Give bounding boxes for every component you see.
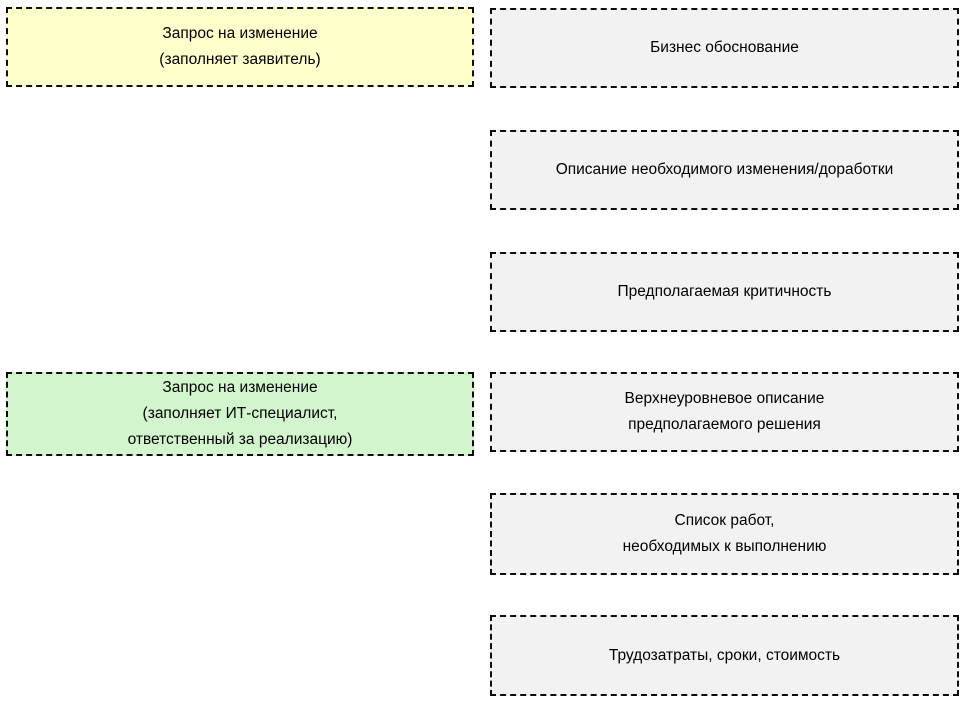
field-box-business-justification: Бизнес обоснование — [490, 8, 959, 88]
field-box-high-level-solution: Верхнеуровневое описание предполагаемого… — [490, 372, 959, 452]
field-box-work-list: Список работ, необходимых к выполнению — [490, 493, 959, 575]
field-box-expected-criticality: Предполагаемая критичность — [490, 252, 959, 332]
field-box-effort-time-cost: Трудозатраты, сроки, стоимость — [490, 615, 959, 696]
field-box-change-description: Описание необходимого изменения/доработк… — [490, 130, 959, 210]
request-box-requester: Запрос на изменение (заполняет заявитель… — [6, 7, 474, 87]
request-box-it-specialist: Запрос на изменение (заполняет ИТ-специа… — [6, 372, 474, 456]
